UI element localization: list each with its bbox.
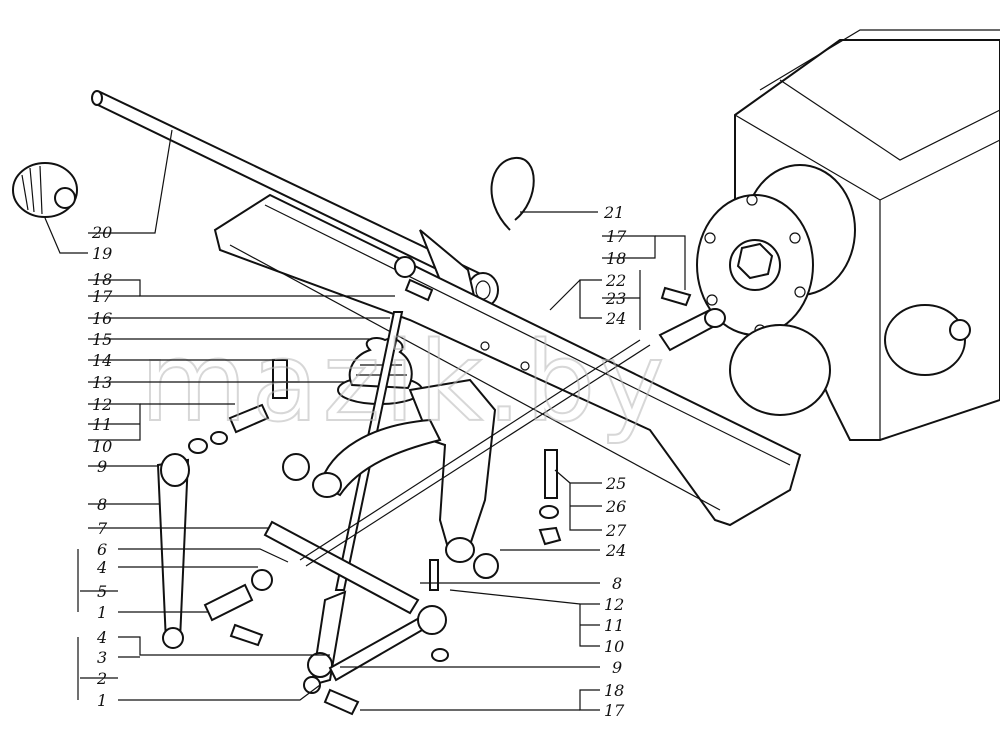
callout-13: 13 bbox=[92, 373, 112, 392]
callout-19: 19 bbox=[92, 244, 112, 263]
callout-2: 2 bbox=[96, 669, 107, 688]
callout-11: 11 bbox=[92, 415, 112, 434]
frame-channel bbox=[213, 193, 802, 527]
callout-16: 16 bbox=[92, 309, 112, 328]
callout-9r: 9 bbox=[612, 658, 622, 677]
left-lever bbox=[156, 453, 190, 649]
callout-4a: 4 bbox=[96, 558, 107, 577]
rubber-boot bbox=[337, 337, 423, 405]
callout-4b: 4 bbox=[96, 628, 107, 647]
shift-rod bbox=[91, 90, 499, 308]
snap-ring bbox=[490, 156, 535, 231]
callout-6: 6 bbox=[97, 540, 107, 559]
callout-7: 7 bbox=[97, 519, 108, 538]
callout-24b: 24 bbox=[605, 541, 626, 560]
callout-15: 15 bbox=[92, 330, 112, 349]
callout-3: 3 bbox=[97, 648, 107, 667]
mounting-bracket bbox=[312, 378, 497, 563]
callout-23: 23 bbox=[605, 289, 626, 308]
callout-27: 27 bbox=[605, 521, 627, 540]
callout-11r: 11 bbox=[604, 616, 624, 635]
callout-17: 17 bbox=[92, 287, 113, 306]
callout-12r: 12 bbox=[604, 595, 624, 614]
callout-12: 12 bbox=[92, 395, 112, 414]
callout-18: 18 bbox=[92, 270, 112, 289]
callout-1b: 1 bbox=[97, 691, 107, 710]
callout-21: 21 bbox=[603, 203, 624, 222]
shift-knob bbox=[12, 162, 78, 218]
callout-18b: 18 bbox=[604, 681, 624, 700]
callouts-right: 21 17 18 22 23 24 25 26 27 24 8 12 11 10… bbox=[603, 203, 627, 720]
callout-18r: 18 bbox=[606, 249, 626, 268]
callout-9: 9 bbox=[97, 457, 107, 476]
cross-shaft bbox=[263, 339, 651, 615]
callout-8r: 8 bbox=[612, 574, 622, 593]
leader-lines bbox=[44, 129, 395, 701]
callout-25: 25 bbox=[605, 474, 626, 493]
callout-14: 14 bbox=[92, 351, 112, 370]
callout-10: 10 bbox=[92, 437, 112, 456]
callout-24a: 24 bbox=[605, 309, 626, 328]
callout-10r: 10 bbox=[604, 637, 624, 656]
callout-5: 5 bbox=[97, 582, 107, 601]
leader-lines-right bbox=[340, 211, 686, 711]
callout-8: 8 bbox=[97, 495, 107, 514]
callouts-left: 20 19 18 17 16 15 14 13 12 11 10 9 8 7 6… bbox=[91, 223, 113, 710]
callout-17r: 17 bbox=[606, 227, 627, 246]
callout-26: 26 bbox=[605, 497, 626, 516]
callout-1a: 1 bbox=[97, 603, 107, 622]
callout-17b: 17 bbox=[604, 701, 625, 720]
callout-22: 22 bbox=[605, 271, 626, 290]
callout-20: 20 bbox=[91, 223, 112, 242]
output-flange bbox=[696, 164, 856, 416]
